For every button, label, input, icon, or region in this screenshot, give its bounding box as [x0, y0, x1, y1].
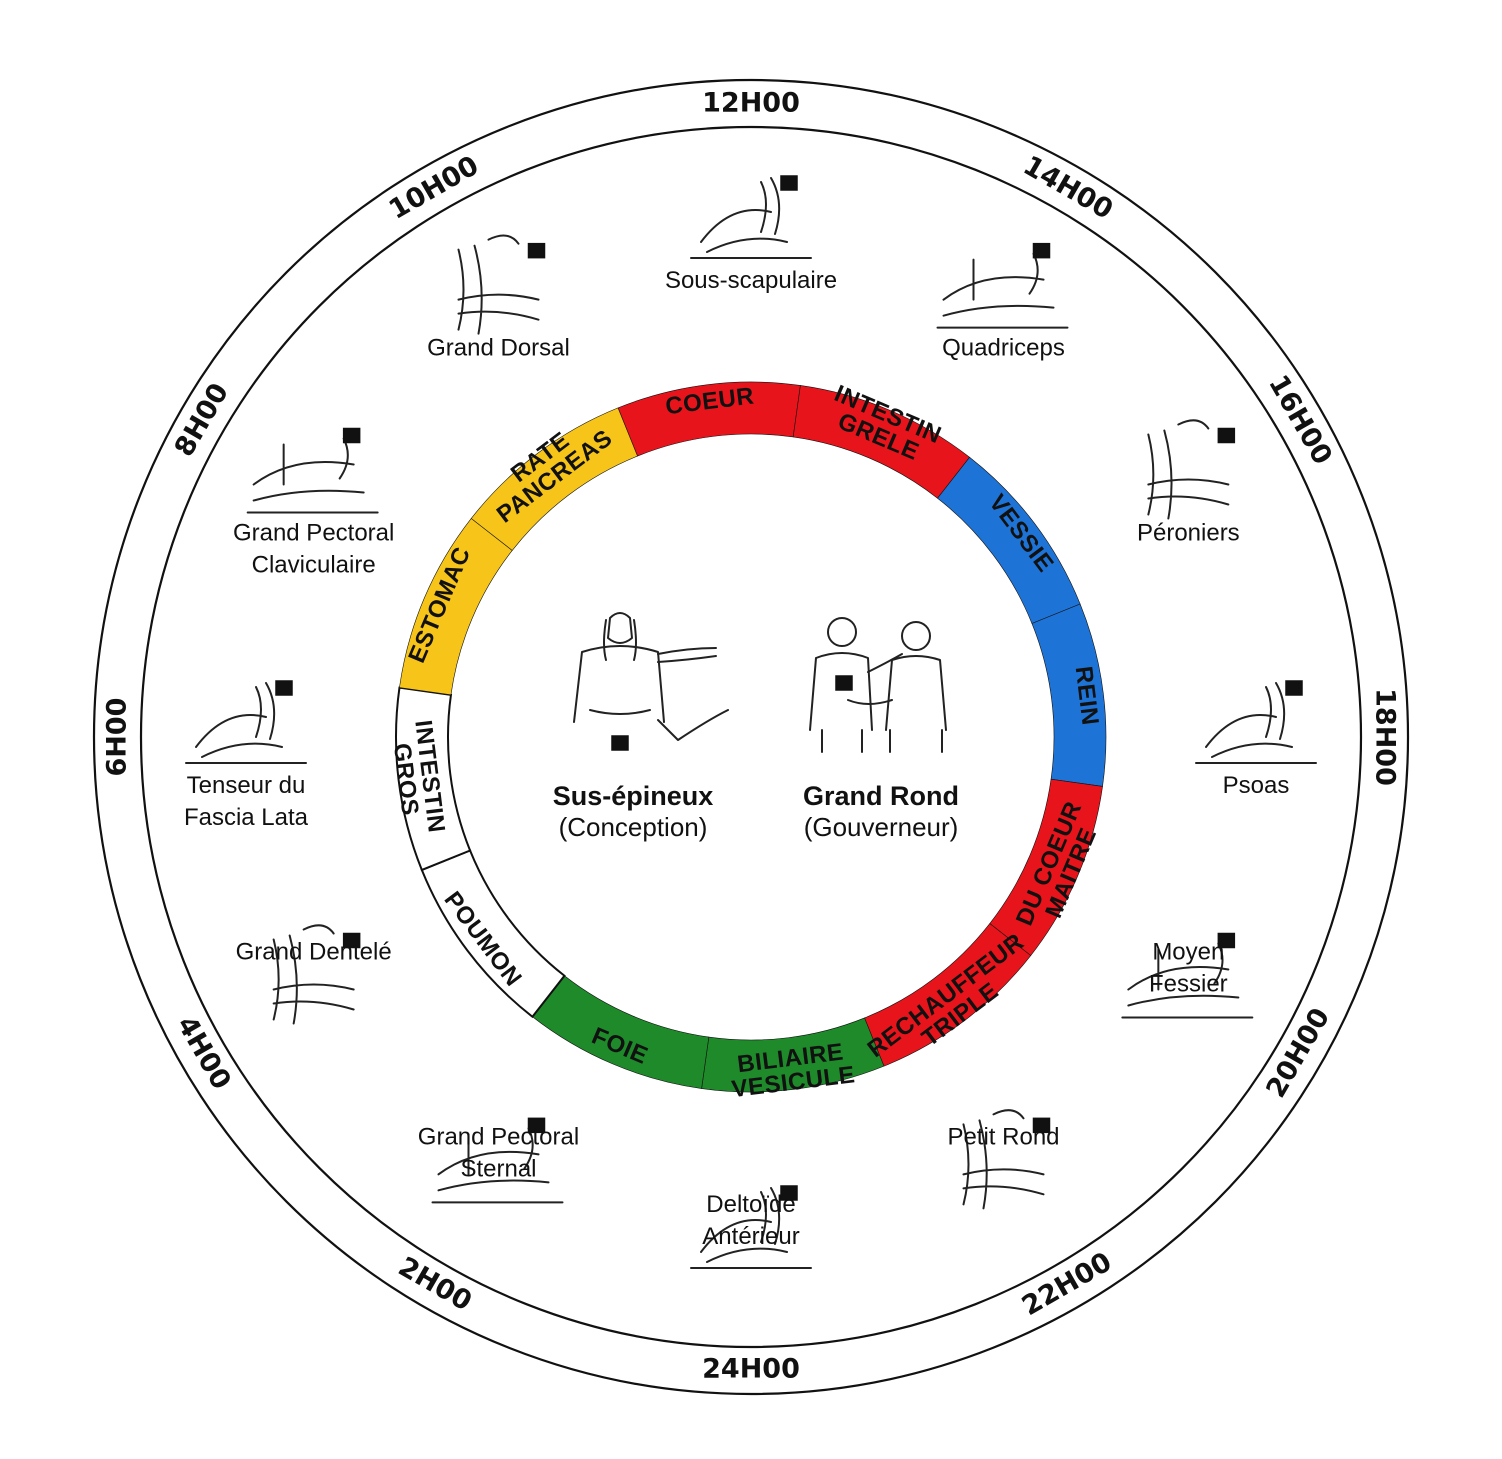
hour-label-4h00: 4H00 [171, 1011, 237, 1095]
muscle-grand-dorsal: Grand Dorsal [427, 234, 570, 362]
muscle-label: Grand Pectoral [233, 520, 394, 547]
hour-label-8h00: 8H00 [169, 378, 235, 462]
muscle-psoas: Psoas [1195, 680, 1317, 799]
pressure-arrow-icon [1217, 932, 1236, 949]
muscle-sous-scapulaire: Sous-scapulaire [665, 175, 837, 294]
muscle-grand-dentele: Grand Dentelé [236, 924, 392, 1025]
pressure-arrow-icon [835, 675, 853, 691]
muscle-label: Grand Dentelé [236, 939, 392, 966]
muscle-tenseur-du-fascia-lata: Tenseur du Fascia Lata [184, 680, 309, 831]
pressure-arrow-icon [1032, 1117, 1051, 1134]
hour-label-18h00: 18H00 [1370, 688, 1401, 786]
center-left-sub: (Conception) [559, 812, 708, 842]
muscle-illustrations: Sous-scapulaireQuadricepsPéroniersPsoasM… [184, 175, 1317, 1269]
sous-scapulaire-figure [690, 175, 812, 259]
grand-pectoral-claviculaire-figure [246, 427, 379, 514]
pressure-arrow-icon [527, 242, 546, 259]
pressure-arrow-icon [527, 1117, 546, 1134]
pressure-arrow-icon [780, 1185, 798, 1201]
muscle-label: Tenseur du [187, 772, 306, 799]
muscle-label: Quadriceps [942, 335, 1065, 362]
segment-rate-pancreas [470, 407, 638, 551]
moyen-fessier-figure [1121, 932, 1254, 1019]
muscle-label: Grand Pectoral [418, 1123, 579, 1150]
deltoide-anterieur-figure [690, 1185, 812, 1269]
pressure-arrow-icon [1217, 427, 1236, 444]
hour-label-6h00: 6H00 [102, 698, 133, 777]
pressure-arrow-icon [342, 427, 361, 444]
segment-vessie [937, 456, 1081, 624]
hour-label-2h00: 2H00 [393, 1251, 477, 1317]
psoas-figure [1195, 680, 1317, 764]
tenseur-fascia-lata-figure [185, 680, 307, 764]
muscle-peroniers: Péroniers [1137, 419, 1240, 547]
center-right-sub: (Gouverneur) [804, 812, 959, 842]
muscle-label: Fascia Lata [184, 804, 309, 831]
pressure-arrow-icon [1032, 242, 1051, 259]
peroniers-figure [1147, 419, 1236, 520]
sus-epineux-figure [573, 612, 729, 751]
pressure-arrow-icon [1285, 680, 1303, 696]
muscle-label: Péroniers [1137, 520, 1240, 547]
muscle-label: Claviculaire [252, 552, 376, 579]
grand-dentele-figure [272, 924, 361, 1025]
center-left-name: Sus-épineux [553, 781, 714, 811]
center-right-group: Grand Rond (Gouverneur) [803, 617, 959, 842]
hour-label-12h00: 12H00 [702, 88, 800, 119]
pressure-arrow-icon [275, 680, 293, 696]
organ-ring [395, 381, 1107, 1093]
segment-label-rechauffeur: RECHAUFFEUR [863, 928, 1030, 1063]
outer-circle [92, 78, 1410, 1396]
center-left-group: Sus-épineux (Conception) [553, 612, 729, 842]
muscle-label: Sternal [460, 1155, 536, 1182]
petit-rond-figure [962, 1109, 1051, 1210]
pressure-arrow-icon [611, 735, 629, 751]
hour-label-24h00: 24H00 [702, 1354, 800, 1385]
grand-pectoral-sternal-figure [431, 1117, 564, 1204]
grand-dorsal-figure [457, 234, 546, 335]
muscle-label: Psoas [1223, 772, 1290, 799]
quadriceps-figure [936, 242, 1069, 329]
muscle-label: Petit Rond [947, 1123, 1059, 1150]
pressure-arrow-icon [780, 175, 798, 191]
muscle-label: Sous-scapulaire [665, 267, 837, 294]
inner-circle [139, 125, 1363, 1349]
muscle-label: Fessier [1149, 971, 1228, 998]
center-right-name: Grand Rond [803, 781, 959, 811]
grand-rond-figure [809, 617, 947, 753]
muscle-label: Antérieur [702, 1223, 799, 1250]
muscle-label: Moyen [1152, 939, 1224, 966]
pressure-arrow-icon [342, 932, 361, 949]
muscle-label: Deltoïde [706, 1191, 795, 1218]
muscle-petit-rond: Petit Rond [947, 1109, 1060, 1210]
muscle-label: Grand Dorsal [427, 335, 570, 362]
muscle-quadriceps: Quadriceps [936, 242, 1069, 362]
